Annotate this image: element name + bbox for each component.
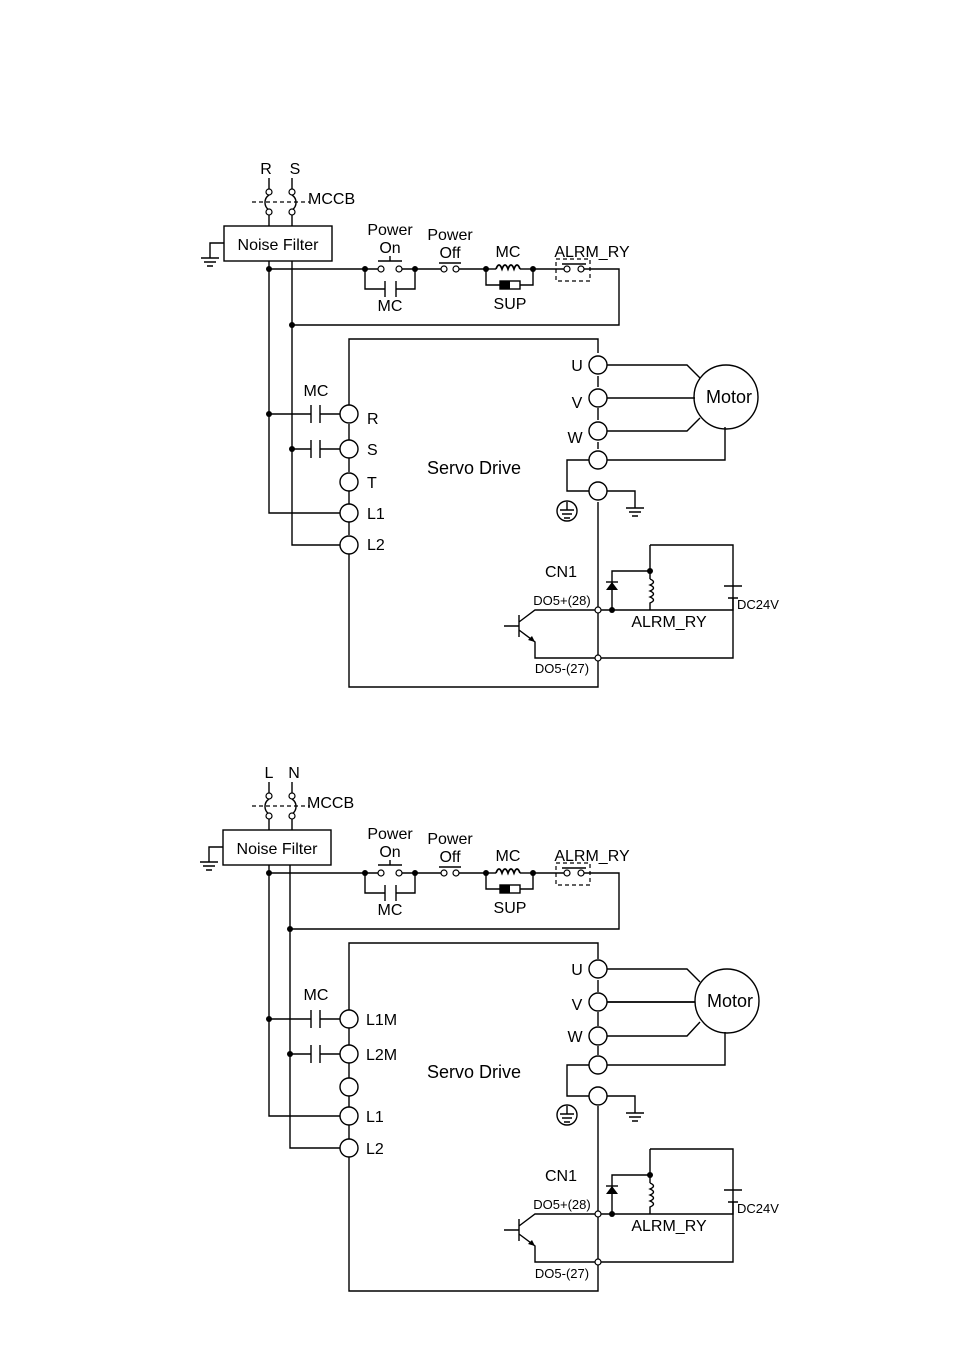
cn1-label: CN1: [545, 564, 577, 581]
do-minus-label: DO5-(27): [535, 1266, 589, 1281]
terminal-earth: [589, 482, 607, 500]
motor-terminal-label-3: W: [567, 1029, 583, 1046]
servo-drive-2: Servo Drive L1M L2M L1 L2: [340, 943, 598, 1291]
terminal-label-1: R: [367, 411, 379, 428]
terminal-label-4: L1: [366, 1109, 384, 1126]
noise-filter: Noise Filter: [201, 226, 332, 266]
motor-connections-2: U V W Motor: [557, 960, 759, 1125]
power-on-label-1: Power: [367, 222, 413, 239]
terminal-w: [589, 422, 607, 440]
terminal-earth: [589, 1087, 607, 1105]
cn1-label: CN1: [545, 1168, 577, 1185]
terminal-label-1: L1M: [366, 1012, 397, 1029]
motor-label: Motor: [706, 387, 752, 407]
motor-terminal-label-2: V: [572, 997, 583, 1014]
mccb-label: MCCB: [307, 795, 354, 812]
supply-label: DC24V: [737, 1201, 779, 1216]
power-off-label-2: Off: [439, 849, 461, 866]
alarm-contact-label: ALRM_RY: [554, 848, 630, 865]
mc-main-label: MC: [304, 383, 329, 400]
mc-coil-label: MC: [496, 244, 521, 261]
sup-label: SUP: [494, 900, 527, 917]
mccb-breaker: R S MCCB: [252, 161, 355, 226]
cn1-alarm-output-2: CN1 DO5+(28) DO5-(27) ALRM_RY DC24V: [504, 1149, 779, 1281]
do-plus-label: DO5+(28): [533, 1197, 590, 1212]
motor-connections: U V W Motor: [557, 356, 758, 521]
terminal-w: [589, 1027, 607, 1045]
sup-label: SUP: [494, 296, 527, 313]
servo-drive: Servo Drive R S T L1 L2: [340, 339, 598, 687]
motor-terminal-label-2: V: [572, 395, 583, 412]
phase-label-1: L: [265, 765, 274, 782]
wiring-diagram-single-phase: L N MCCB Noise Filter Power On MC: [200, 765, 779, 1291]
alarm-contact-label: ALRM_RY: [554, 244, 630, 261]
motor-label: Motor: [707, 991, 753, 1011]
phase-label-1: R: [260, 161, 272, 178]
power-off-label-1: Power: [427, 831, 473, 848]
noise-filter-label: Noise Filter: [237, 841, 319, 858]
terminal-label-5: L2: [366, 1141, 384, 1158]
supply-label: DC24V: [737, 597, 779, 612]
mccb-breaker-2: L N MCCB: [252, 765, 354, 830]
noise-filter-2: Noise Filter: [200, 830, 331, 870]
terminal-unused: [340, 1078, 358, 1096]
relay-label: ALRM_RY: [631, 614, 707, 631]
do-minus-label: DO5-(27): [535, 661, 589, 676]
cn1-alarm-output: CN1 DO5+(28) DO5-(27) ALRM_RY DC24V: [504, 545, 779, 676]
power-on-label-2: On: [379, 240, 400, 257]
power-on-label-1: Power: [367, 826, 413, 843]
terminal-l2m: [340, 1045, 358, 1063]
protective-earth-icon: [557, 501, 577, 521]
terminal-v: [589, 993, 607, 1011]
terminal-u: [589, 356, 607, 374]
power-off-label-2: Off: [439, 245, 461, 262]
phase-label-2: N: [288, 765, 300, 782]
mc-main-contacts-2: MC: [266, 987, 340, 1063]
mc-aux-label: MC: [378, 298, 403, 315]
protective-earth-icon: [557, 1105, 577, 1125]
terminal-r: [340, 405, 358, 423]
drive-label: Servo Drive: [427, 1062, 521, 1082]
terminal-l1m: [340, 1010, 358, 1028]
terminal-l2: [340, 536, 358, 554]
terminal-motor-ground: [589, 1056, 607, 1074]
mccb-label: MCCB: [308, 191, 355, 208]
terminal-label-4: L1: [367, 506, 385, 523]
mc-coil-label: MC: [496, 848, 521, 865]
motor-terminal-label-3: W: [567, 430, 583, 447]
terminal-t: [340, 473, 358, 491]
do-plus-label: DO5+(28): [533, 593, 590, 608]
terminal-motor-ground: [589, 451, 607, 469]
terminal-v: [589, 389, 607, 407]
terminal-label-2: S: [367, 442, 378, 459]
motor-terminal-label-1: U: [571, 358, 583, 375]
mc-aux-label: MC: [378, 902, 403, 919]
terminal-l1: [340, 504, 358, 522]
terminal-label-5: L2: [367, 537, 385, 554]
power-on-label-2: On: [379, 844, 400, 861]
noise-filter-label: Noise Filter: [238, 237, 320, 254]
terminal-l2: [340, 1139, 358, 1157]
relay-label: ALRM_RY: [631, 1218, 707, 1235]
terminal-label-2: L2M: [366, 1047, 397, 1064]
terminal-l1: [340, 1107, 358, 1125]
mc-main-label: MC: [304, 987, 329, 1004]
mc-main-contacts: MC: [266, 383, 340, 458]
terminal-s: [340, 440, 358, 458]
drive-label: Servo Drive: [427, 458, 521, 478]
wiring-diagram-three-phase: R S MCCB Noise Filter Power On: [201, 161, 779, 687]
phase-label-2: S: [290, 161, 301, 178]
power-off-label-1: Power: [427, 227, 473, 244]
terminal-label-3: T: [367, 475, 377, 492]
motor-terminal-label-1: U: [571, 962, 583, 979]
terminal-u: [589, 960, 607, 978]
